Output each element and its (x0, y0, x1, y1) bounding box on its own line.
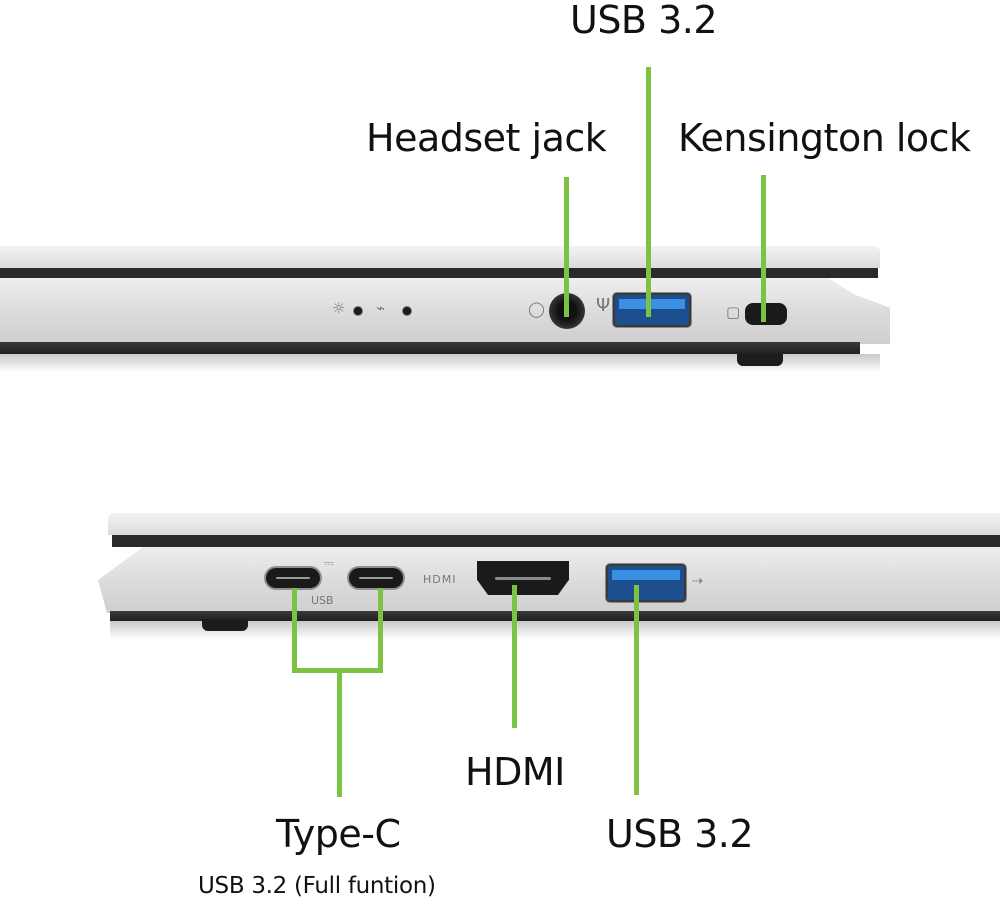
power-delivery-icon: ⎓ (324, 556, 334, 570)
laptop-left-side-view: ⎓ USB HDMI ⇢ (0, 505, 1000, 645)
label-headset-jack: Headset jack (366, 116, 607, 160)
battery-led (403, 307, 411, 315)
usb-a-port-top (613, 293, 691, 327)
laptop-right-side-view: ☼ ⌁ ◯ Ψ ▢ (0, 240, 1000, 380)
callout-line-typec-stem (337, 672, 342, 797)
lid-gap (0, 268, 878, 278)
base-bottom-edge (110, 611, 1000, 621)
rubber-foot (737, 354, 783, 366)
hdmi-port (477, 561, 569, 595)
hdmi-logo-icon: HDMI (423, 573, 457, 586)
usb-c-port-1 (266, 568, 320, 588)
label-usb-bottom: USB 3.2 (606, 812, 754, 856)
usb-c-port-2 (349, 568, 403, 588)
label-hdmi: HDMI (465, 750, 565, 794)
battery-charging-icon: ⌁ (376, 299, 386, 317)
power-led (354, 307, 362, 315)
label-kensington-lock: Kensington lock (678, 116, 971, 160)
rubber-foot (202, 619, 248, 631)
shadow (110, 621, 1000, 639)
label-type-c: Type-C (276, 812, 401, 856)
lid-gap (112, 535, 1000, 547)
kensington-lock-slot (745, 303, 787, 325)
brightness-icon: ☼ (332, 299, 346, 317)
usb-a-port-bottom (606, 564, 686, 602)
label-usb-top: USB 3.2 (570, 0, 718, 42)
lock-icon: ▢ (726, 303, 741, 321)
callout-line-hdmi (512, 585, 517, 728)
callout-line-typec-2 (378, 588, 383, 673)
callout-line-usb-top (646, 67, 651, 317)
callout-line-headset (564, 177, 569, 317)
headset-icon: ◯ (528, 300, 545, 318)
laptop-lid (108, 513, 1000, 535)
laptop-lid (0, 246, 880, 268)
label-type-c-subtitle: USB 3.2 (Full funtion) (198, 873, 436, 899)
usb-display-icon: USB (311, 594, 334, 607)
laptop-base (0, 278, 890, 344)
callout-line-usb-bottom (634, 585, 639, 795)
usb-icon: ⇢ (692, 574, 703, 589)
callout-line-kensington (761, 175, 766, 322)
usb-icon: Ψ (596, 295, 611, 316)
shadow (0, 354, 880, 372)
base-bottom-edge (0, 342, 860, 354)
callout-line-typec-1 (292, 588, 297, 673)
callout-bracket-typec (292, 668, 383, 673)
